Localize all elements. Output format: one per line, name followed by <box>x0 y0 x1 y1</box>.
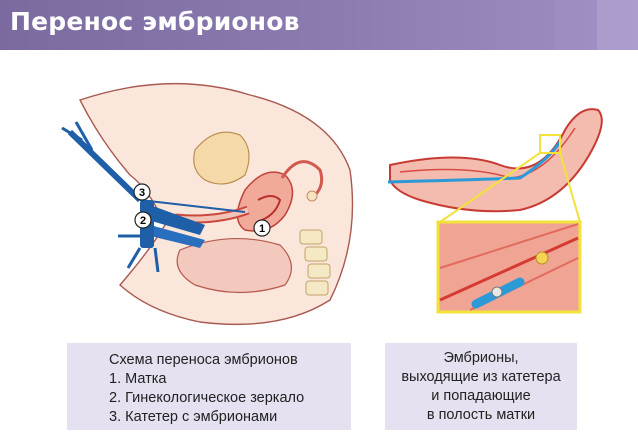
caption-heading: Схема переноса эмбрионов <box>109 352 298 368</box>
caption-item: 3. Катетер с эмбрионами <box>109 409 278 425</box>
caption-line: Эмбрионы, <box>443 350 519 366</box>
title-bar: Перенос эмбрионов <box>0 0 638 50</box>
embryo-transfer-scheme-illustration: 1 2 3 <box>61 82 354 326</box>
marker-3: 3 <box>133 183 151 201</box>
page-title: Перенос эмбрионов <box>10 7 300 36</box>
marker-2: 2 <box>134 211 152 229</box>
svg-text:2: 2 <box>140 215 146 227</box>
left-caption: Схема переноса эмбрионов 1. Матка 2. Гин… <box>67 343 351 430</box>
title-bar-accent <box>597 0 638 50</box>
svg-text:3: 3 <box>139 187 145 199</box>
right-caption: Эмбрионы, выходящие из катетера и попада… <box>385 343 577 430</box>
svg-text:1: 1 <box>259 223 265 235</box>
embryos-release-illustration <box>387 108 603 314</box>
caption-item: 2. Гинекологическое зеркало <box>109 390 305 406</box>
caption-item: 1. Матка <box>109 371 167 387</box>
caption-line: выходящие из катетера <box>401 369 561 385</box>
caption-line: в полость матки <box>426 407 536 423</box>
marker-1: 1 <box>253 219 271 237</box>
caption-line: и попадающие <box>431 388 531 404</box>
title-bar-accent <box>555 0 597 50</box>
